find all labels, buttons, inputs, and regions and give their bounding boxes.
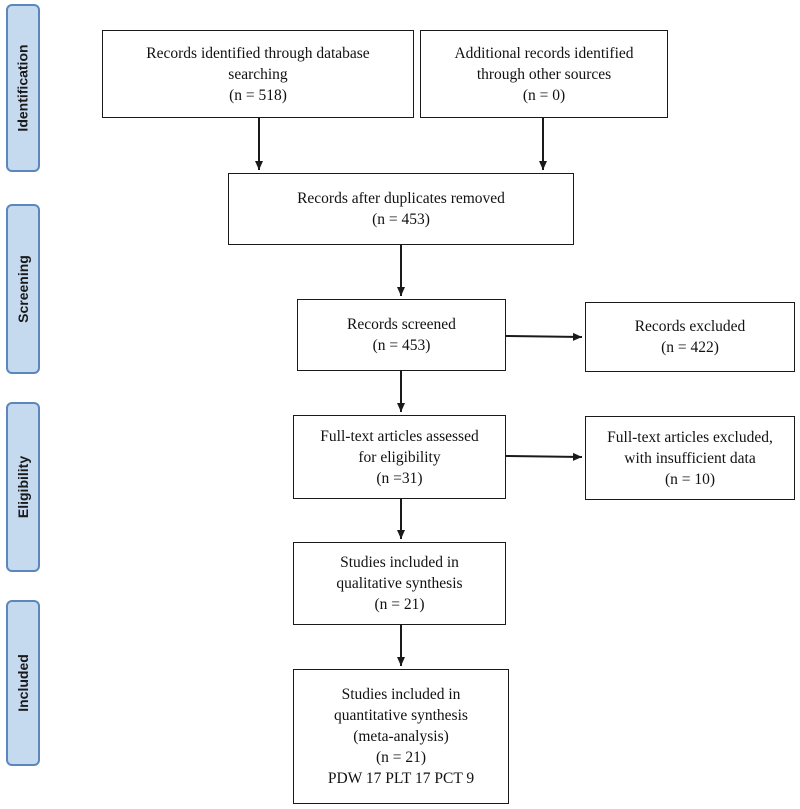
- box-database-search: Records identified through database sear…: [102, 30, 414, 118]
- arrow-fulltext-to-excluded: [504, 452, 583, 461]
- box-full-text-assessed: Full-text articles assessed for eligibil…: [293, 415, 506, 499]
- stage-eligibility: Eligibility: [6, 402, 40, 572]
- stage-included: Included: [6, 600, 40, 766]
- box-qualitative-count: (n = 21): [374, 596, 425, 613]
- box-database-search-line1: Records identified through database: [146, 44, 370, 62]
- stage-identification: Identification: [6, 4, 40, 172]
- box-qualitative-line2: qualitative synthesis: [336, 575, 463, 592]
- box-screened-count: (n = 453): [372, 337, 431, 354]
- box-database-search-line2: searching: [228, 65, 288, 83]
- box-excluded-count: (n = 422): [661, 339, 719, 356]
- stage-eligibility-label: Eligibility: [15, 455, 32, 519]
- box-quantitative-synthesis: Studies included in quantitative synthes…: [293, 669, 509, 804]
- box-excluded: Records excluded (n = 422): [585, 302, 795, 372]
- box-excluded-line1: Records excluded: [634, 318, 746, 335]
- box-quantitative-line2: quantitative synthesis: [334, 707, 468, 724]
- box-other-sources-count: (n = 0): [522, 86, 566, 104]
- box-other-sources: Additional records identified through ot…: [420, 30, 668, 118]
- box-database-search-count: (n = 518): [229, 86, 287, 104]
- box-quantitative-line3: (meta-analysis): [353, 728, 449, 745]
- box-quantitative-line1: Studies included in: [341, 686, 461, 703]
- stage-screening-label: Screening: [15, 255, 32, 323]
- box-duplicates-removed: Records after duplicates removed (n = 45…: [228, 173, 574, 245]
- box-full-text-assessed-line2: for eligibility: [358, 448, 441, 466]
- box-qualitative-line1: Studies included in: [340, 554, 459, 571]
- box-qualitative-synthesis: Studies included in qualitative synthesi…: [293, 542, 506, 625]
- box-full-text-excluded-line1: Full-text articles excluded,: [607, 428, 773, 446]
- box-full-text-assessed-line1: Full-text articles assessed: [320, 427, 479, 445]
- box-duplicates-removed-count: (n = 453): [372, 211, 430, 228]
- arrow-screened-to-excluded: [504, 332, 583, 341]
- stage-screening: Screening: [6, 204, 40, 374]
- box-other-sources-line1: Additional records identified: [454, 44, 634, 62]
- box-screened-line1: Records screened: [347, 316, 456, 333]
- box-full-text-excluded-count: (n = 10): [664, 470, 716, 488]
- stage-included-label: Included: [15, 654, 31, 712]
- box-quantitative-breakdown: PDW 17 PLT 17 PCT 9: [327, 770, 475, 787]
- box-duplicates-removed-line1: Records after duplicates removed: [297, 190, 505, 207]
- box-quantitative-count: (n = 21): [375, 749, 427, 766]
- box-full-text-excluded: Full-text articles excluded, with insuff…: [585, 416, 795, 500]
- box-full-text-assessed-count: (n =31): [376, 469, 423, 487]
- box-other-sources-line2: through other sources: [476, 65, 612, 83]
- box-screened: Records screened (n = 453): [297, 299, 506, 371]
- stage-identification-label: Identification: [15, 44, 31, 132]
- box-full-text-excluded-line2: with insufficient data: [624, 449, 756, 467]
